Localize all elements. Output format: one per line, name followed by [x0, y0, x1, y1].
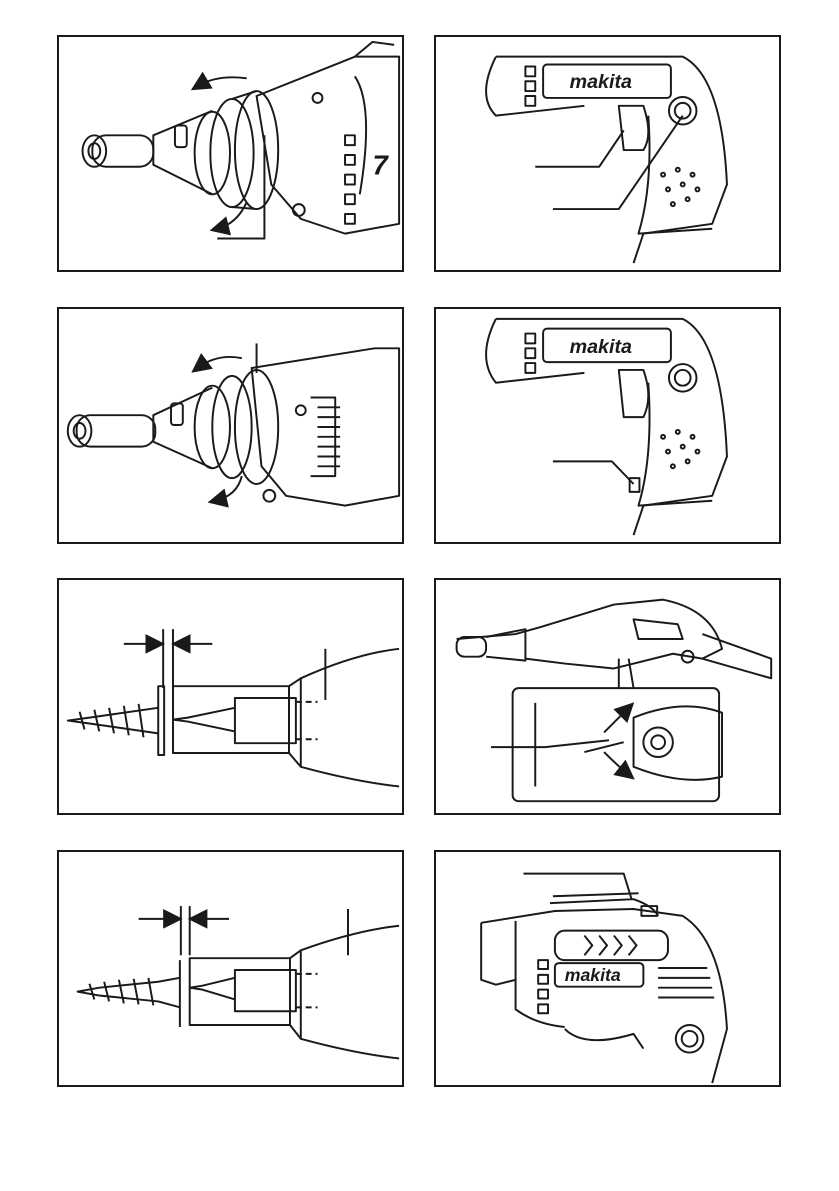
drill-hook-illustration: makita: [436, 852, 779, 1085]
screw-locator-diagram: [59, 852, 402, 1085]
drill-nose-illustration: [59, 309, 402, 542]
figure-5-screw-depth: [57, 578, 404, 815]
figure-1-locator-ring: 7: [57, 35, 404, 272]
figure-8-hook: makita: [434, 850, 781, 1087]
handle-trigger-illustration: makita: [436, 37, 779, 270]
brand-logo: makita: [570, 336, 632, 358]
nose-letter: 7: [373, 150, 390, 181]
figure-3-locator-removal: [57, 307, 404, 544]
brand-logo: makita: [565, 965, 621, 985]
drill-nose-illustration: 7: [59, 37, 402, 270]
brand-logo: makita: [570, 71, 632, 93]
screw-locator-diagram: [59, 580, 402, 813]
figure-4-reversing-switch: makita: [434, 307, 781, 544]
drill-detail-illustration: [436, 580, 779, 813]
handle-trigger-illustration: makita: [436, 309, 779, 542]
figure-2-switch-trigger: makita: [434, 35, 781, 272]
figure-6-detail: [434, 578, 781, 815]
figure-7-screw-depth: [57, 850, 404, 1087]
